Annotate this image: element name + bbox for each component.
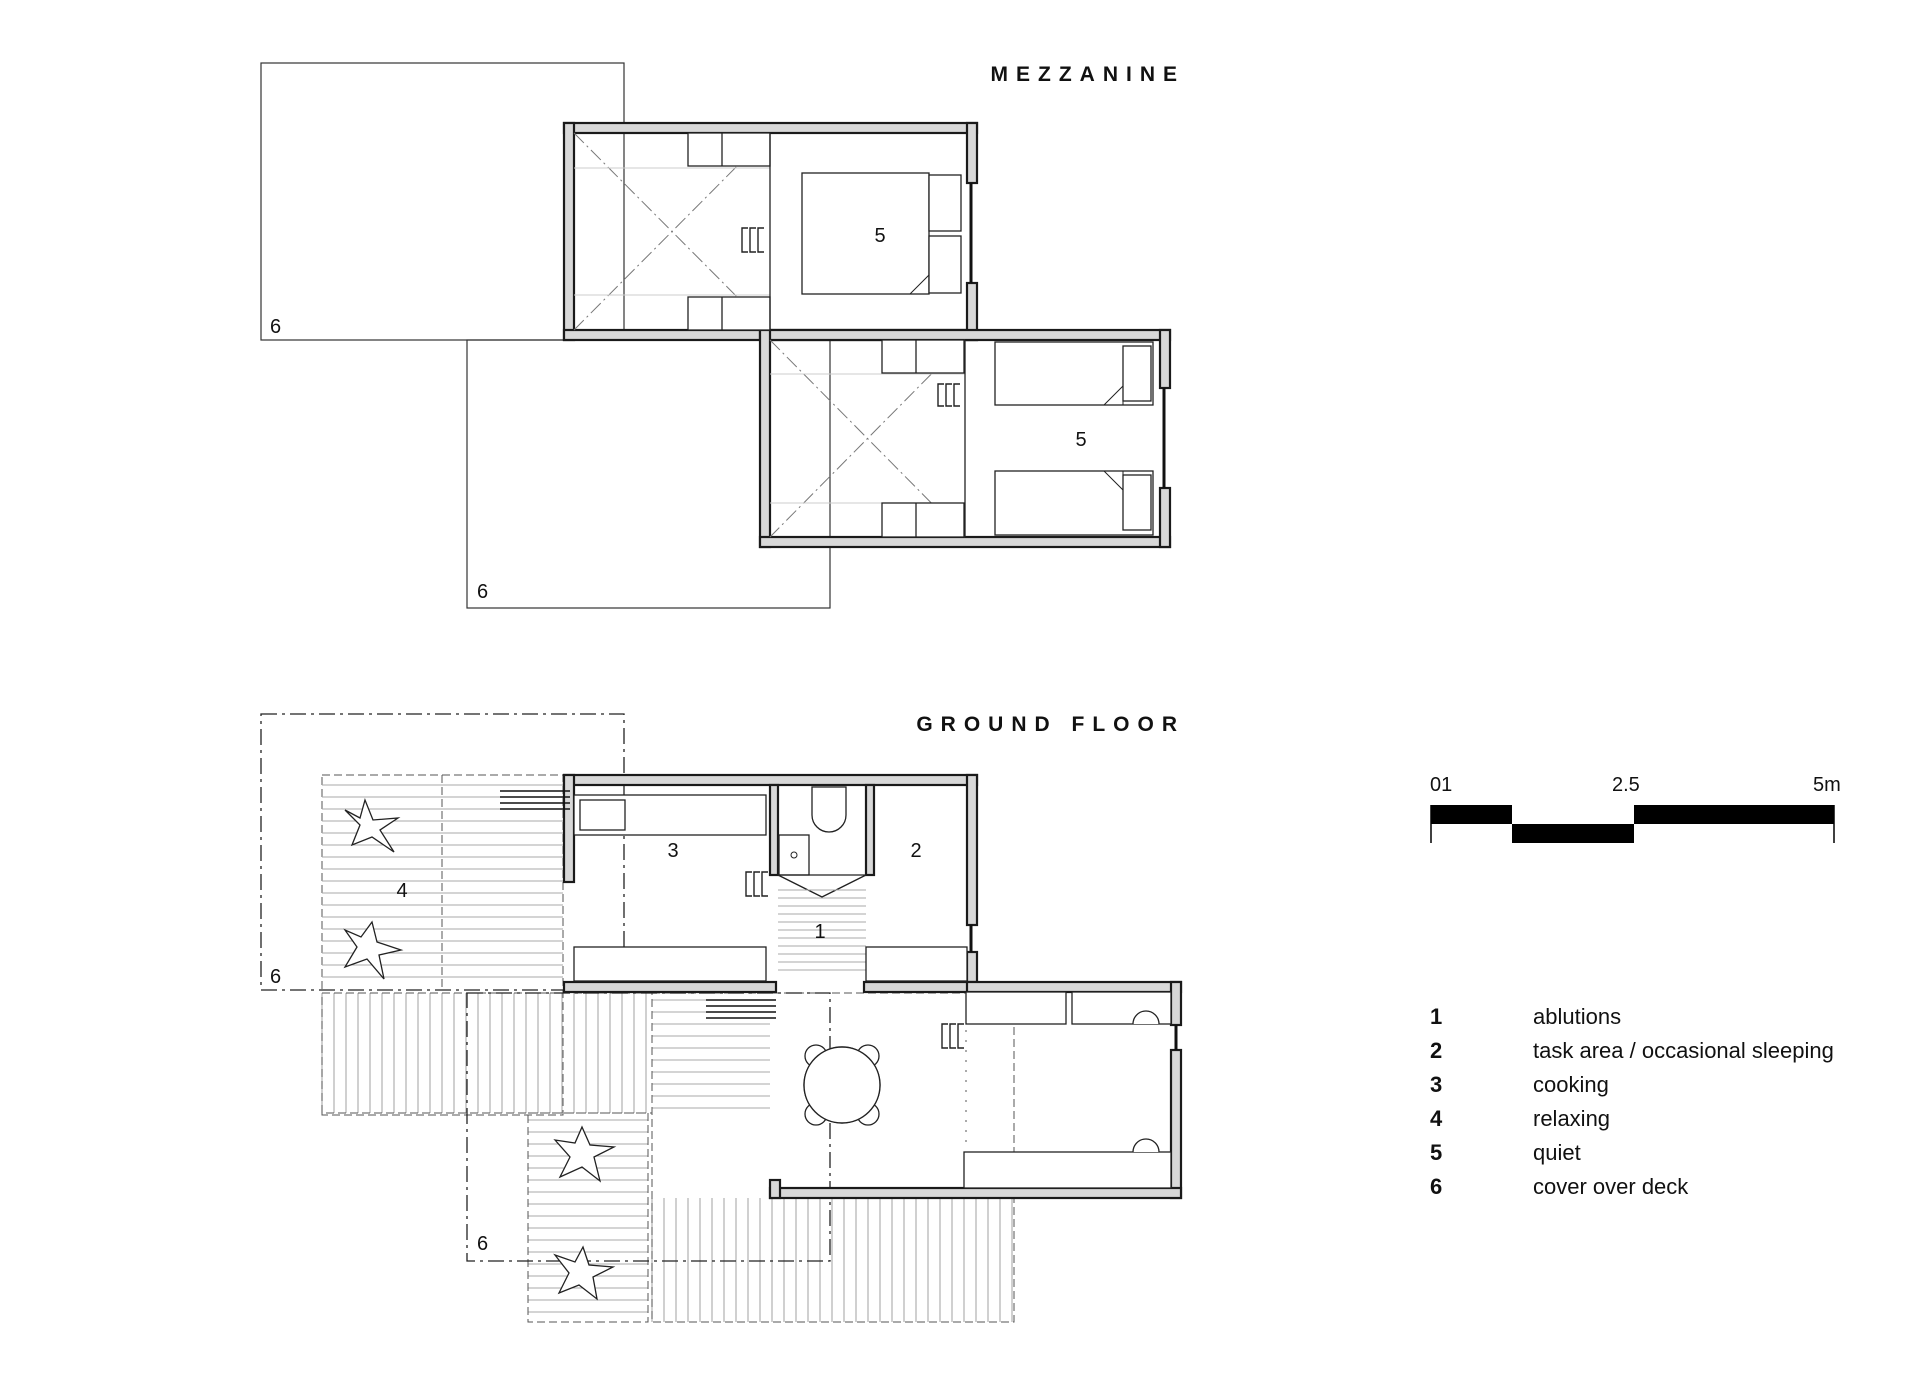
gf-module-a-walls bbox=[562, 773, 979, 994]
gf-cover-label-a: 6 bbox=[270, 966, 281, 988]
gf-cover-label-b: 6 bbox=[477, 1233, 488, 1255]
single-bed-top bbox=[994, 341, 1154, 406]
legend-number: 2 bbox=[1430, 1038, 1442, 1063]
legend-number: 4 bbox=[1430, 1106, 1443, 1131]
scale-segment bbox=[1431, 805, 1512, 824]
ground-floor-title: GROUND FLOOR bbox=[916, 713, 1185, 736]
mezz-cover-outline-b bbox=[466, 339, 831, 609]
mezz-quiet-label-b: 5 bbox=[1075, 429, 1086, 451]
task-area-desk bbox=[865, 946, 968, 982]
gf-steps-a bbox=[500, 790, 570, 810]
mezz-cover-label-b: 6 bbox=[477, 581, 488, 603]
mezz-quiet-label-a: 5 bbox=[874, 225, 885, 247]
single-bed-bottom bbox=[994, 470, 1154, 536]
deck-lower bbox=[321, 992, 1015, 1323]
legend-text: quiet bbox=[1533, 1140, 1581, 1165]
deck-chair bbox=[553, 1245, 616, 1301]
dining-table bbox=[803, 1044, 881, 1126]
legend-text: cooking bbox=[1533, 1072, 1609, 1097]
scale-label: 01 bbox=[1430, 774, 1452, 796]
mezz-storage-blocks bbox=[687, 132, 966, 538]
legend-text: task area / occasional sleeping bbox=[1533, 1038, 1834, 1063]
legend: 1 ablutions 2 task area / occasional sle… bbox=[1430, 1004, 1834, 1199]
legend-number: 1 bbox=[1430, 1004, 1442, 1029]
legend-number: 6 bbox=[1430, 1174, 1442, 1199]
ground-floor-plan: GROUND FLOOR 6 6 bbox=[260, 713, 1185, 1323]
gf-ladder-b bbox=[941, 1023, 964, 1049]
gf-steps-b bbox=[706, 999, 776, 1019]
kitchen-counter bbox=[573, 794, 767, 982]
double-bed bbox=[801, 172, 962, 295]
scale-segment bbox=[1634, 805, 1834, 824]
gf-relaxing-label: 4 bbox=[396, 880, 407, 902]
gf-cooking-label: 3 bbox=[667, 840, 678, 862]
legend-number: 5 bbox=[1430, 1140, 1442, 1165]
mezz-cover-label-a: 6 bbox=[270, 316, 281, 338]
deck-chair bbox=[344, 797, 401, 853]
ablutions-fixtures bbox=[777, 786, 867, 898]
scale-label: 5m bbox=[1813, 774, 1841, 796]
gf-module-b-bunks bbox=[963, 991, 1172, 1189]
legend-number: 3 bbox=[1430, 1072, 1442, 1097]
mezz-ladder-a bbox=[741, 227, 764, 253]
gf-task-label: 2 bbox=[910, 840, 921, 862]
gf-cover-outline-a bbox=[260, 713, 625, 991]
mezz-void-a bbox=[573, 132, 771, 331]
deck-chair bbox=[343, 920, 404, 980]
mezz-ladder-b bbox=[937, 383, 960, 407]
mezzanine-title: MEZZANINE bbox=[991, 63, 1186, 86]
legend-text: ablutions bbox=[1533, 1004, 1621, 1029]
legend-text: cover over deck bbox=[1533, 1174, 1689, 1199]
scale-bar: 01 2.5 5m bbox=[1430, 774, 1841, 843]
ablutions-stair-slats bbox=[778, 889, 866, 971]
gf-ablutions-label: 1 bbox=[814, 921, 825, 943]
mezzanine-plan: MEZZANINE 6 6 bbox=[260, 62, 1186, 609]
gf-ladder-a bbox=[745, 871, 768, 897]
mezz-cover-outline-a bbox=[260, 62, 625, 341]
deck-chair bbox=[553, 1125, 617, 1183]
scale-label: 2.5 bbox=[1612, 774, 1640, 796]
scale-segment bbox=[1512, 824, 1634, 843]
legend-text: relaxing bbox=[1533, 1106, 1610, 1131]
